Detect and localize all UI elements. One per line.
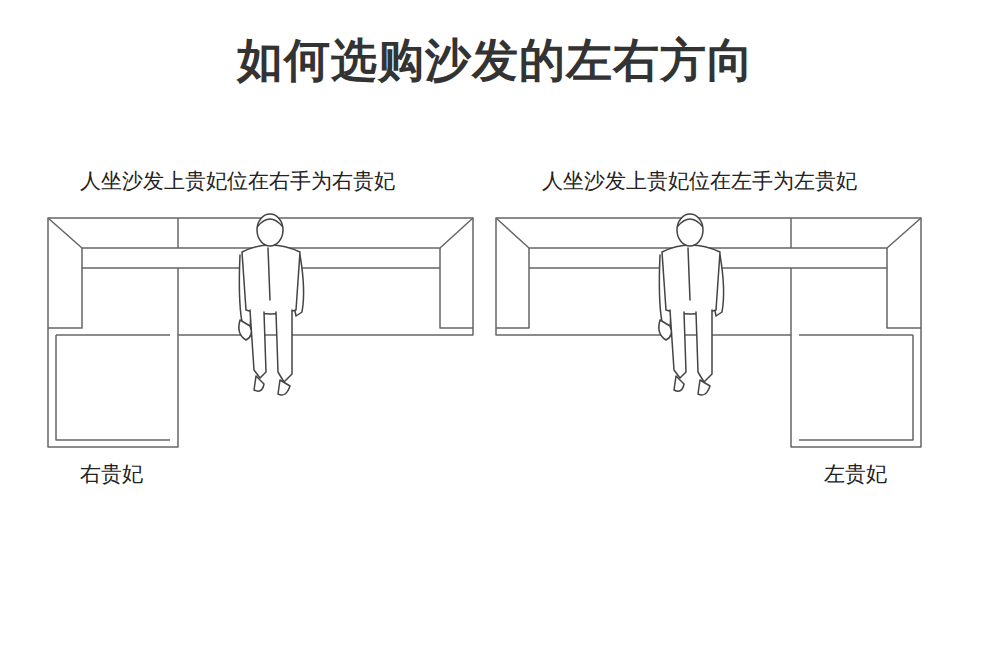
page-title: 如何选购沙发的左右方向 [237,30,754,92]
part-label: 右贵妃 [80,460,143,488]
caption-text: 人坐沙发上贵妃位在右手为右贵妃 [80,167,395,195]
caption-text: 人坐沙发上贵妃位在左手为左贵妃 [542,167,857,195]
part-label: 左贵妃 [824,460,887,488]
